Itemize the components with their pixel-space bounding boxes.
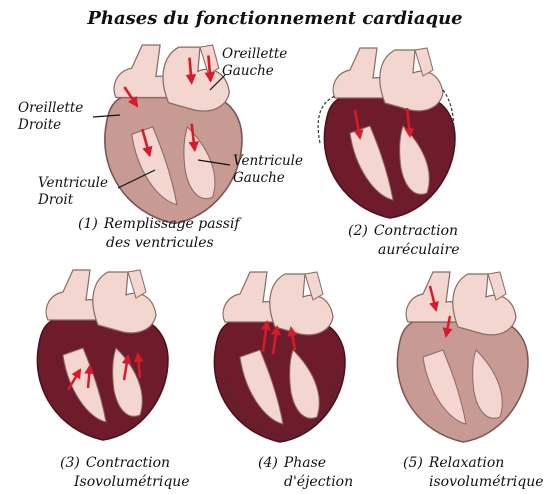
caption-phase-3: (3) Contraction Isovolumétrique (60, 454, 190, 492)
caption-line: Relaxation (429, 455, 504, 471)
label-line: Oreillette (222, 46, 287, 63)
label-oreillette-gauche: Oreillette Gauche (222, 46, 287, 80)
caption-line: Contraction (374, 223, 458, 239)
label-ventricule-gauche: Ventricule Gauche (233, 153, 303, 187)
heart-phase-2 (318, 48, 455, 218)
caption-phase-4: (4) Phase d'éjection (258, 454, 353, 492)
caption-line: d'éjection (258, 473, 353, 492)
label-line: Droit (38, 192, 108, 209)
caption-line: Phase (284, 455, 326, 471)
label-oreillette-droite: Oreillette Droite (18, 100, 83, 134)
caption-line: auréculaire (348, 241, 459, 260)
caption-phase-1: (1) Remplissage passif des ventricules (78, 215, 240, 253)
caption-line: Isovolumétrique (60, 473, 190, 492)
caption-number: (2) (348, 223, 368, 239)
heart-phase-4 (214, 272, 345, 442)
caption-number: (5) (403, 455, 423, 471)
caption-line: isovolumétrique (403, 473, 544, 492)
caption-number: (3) (60, 455, 80, 471)
caption-line: Remplissage passif (104, 216, 240, 232)
caption-phase-5: (5) Relaxation isovolumétrique (403, 454, 544, 492)
caption-line: Contraction (86, 455, 170, 471)
heart-phase-5 (397, 272, 528, 442)
caption-line: des ventricules (78, 234, 240, 253)
label-line: Ventricule (233, 153, 303, 170)
label-line: Gauche (233, 170, 303, 187)
caption-phase-2: (2) Contraction auréculaire (348, 222, 459, 260)
caption-number: (1) (78, 216, 98, 232)
label-ventricule-droit: Ventricule Droit (38, 175, 108, 209)
label-line: Gauche (222, 63, 287, 80)
label-line: Oreillette (18, 100, 83, 117)
label-line: Ventricule (38, 175, 108, 192)
caption-number: (4) (258, 455, 278, 471)
label-line: Droite (18, 117, 83, 134)
heart-phase-3 (37, 270, 168, 440)
